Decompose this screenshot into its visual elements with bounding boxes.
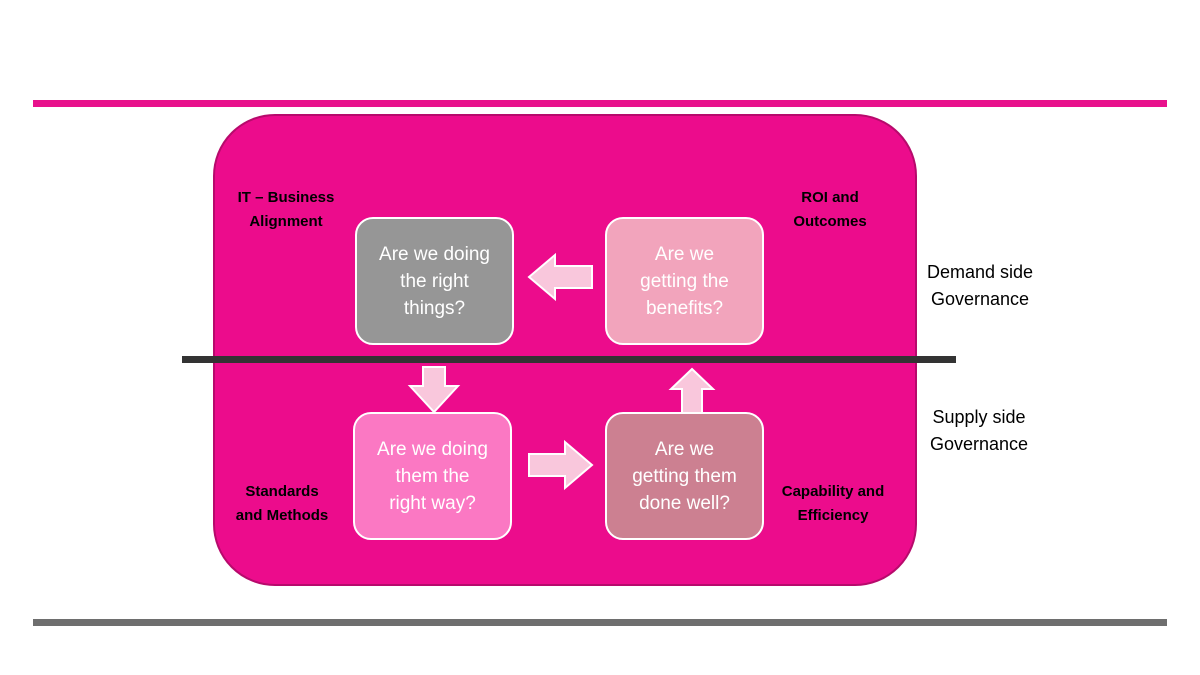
arrow-down-icon [407,366,461,414]
box-doing-right-way: Are we doing them the right way? [353,412,512,540]
box-getting-done-well: Are we getting them done well? [605,412,764,540]
label-supply-side-governance: Supply side Governance [929,407,1029,454]
bottom-rule [33,619,1167,626]
demand-supply-divider [182,356,956,363]
box-doing-right-things: Are we doing the right things? [355,217,514,345]
arrow-up-icon [668,367,716,414]
arrow-left-icon [527,252,593,302]
label-standards-methods: Standards and Methods [235,483,329,524]
governance-panel [213,114,917,586]
box-getting-benefits: Are we getting the benefits? [605,217,764,345]
label-roi-outcomes: ROI and Outcomes [793,189,867,230]
label-capability-efficiency: Capability and Efficiency [781,483,885,524]
label-it-business-alignment: IT – Business Alignment [237,189,335,230]
label-demand-side-governance: Demand side Governance [926,262,1034,309]
top-rule [33,100,1167,107]
arrow-right-icon [528,439,594,491]
